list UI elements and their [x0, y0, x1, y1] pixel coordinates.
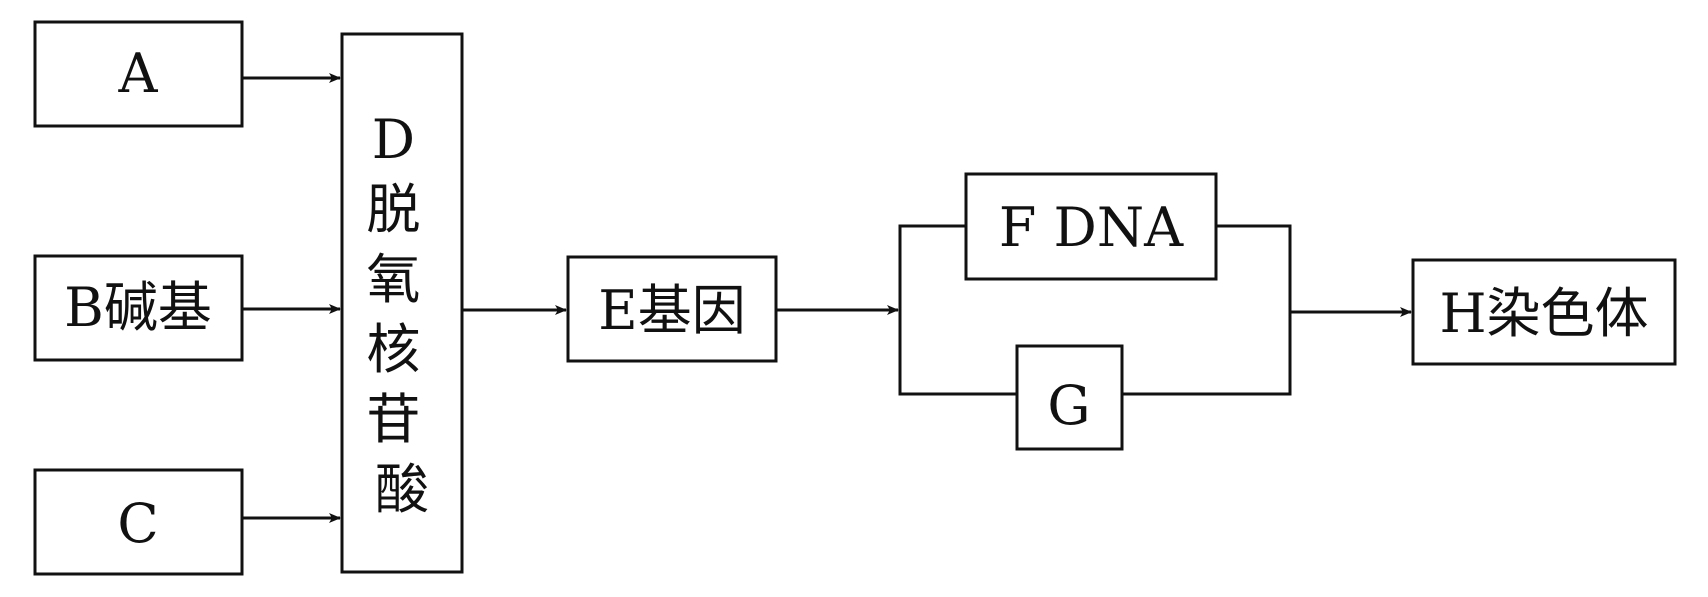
- node-d-char-1: 脱: [366, 178, 420, 241]
- node-c-label: C: [117, 492, 158, 555]
- node-b-label: B碱基: [64, 276, 212, 339]
- node-a-label: A: [118, 42, 159, 105]
- node-b-box: [33, 254, 244, 362]
- node-d-char-4: 苷: [366, 388, 420, 451]
- node-c-box: [33, 468, 244, 576]
- node-f: F DNA: [964, 172, 1218, 281]
- node-a-box: [33, 20, 244, 128]
- node-g-box: [1015, 344, 1124, 451]
- node-e: E基因: [566, 255, 778, 363]
- node-g-label: G: [1047, 374, 1090, 437]
- node-c: C: [33, 468, 244, 576]
- node-f-label: F DNA: [999, 196, 1184, 259]
- branch-right-bracket: [1122, 224, 1292, 396]
- node-b: B碱基: [33, 254, 244, 362]
- node-d-char-3: 核: [366, 318, 420, 381]
- node-d-char-5: 酸: [375, 458, 429, 521]
- node-h-label: H染色体: [1439, 282, 1648, 345]
- node-d-char-2: 氧: [366, 248, 420, 311]
- node-g: G: [1015, 344, 1124, 451]
- node-d-char-0: D: [372, 108, 415, 171]
- node-d-label: D 脱 氧 核 苷 酸: [366, 108, 437, 521]
- node-e-label: E基因: [598, 279, 745, 342]
- branch-left-bracket: [898, 224, 1017, 396]
- node-h: H染色体: [1411, 258, 1677, 366]
- node-h-box: [1411, 258, 1677, 366]
- node-d-box: [340, 32, 464, 574]
- node-f-box: [964, 172, 1218, 281]
- node-a: A: [33, 20, 244, 128]
- node-d: D 脱 氧 核 苷 酸: [340, 32, 464, 574]
